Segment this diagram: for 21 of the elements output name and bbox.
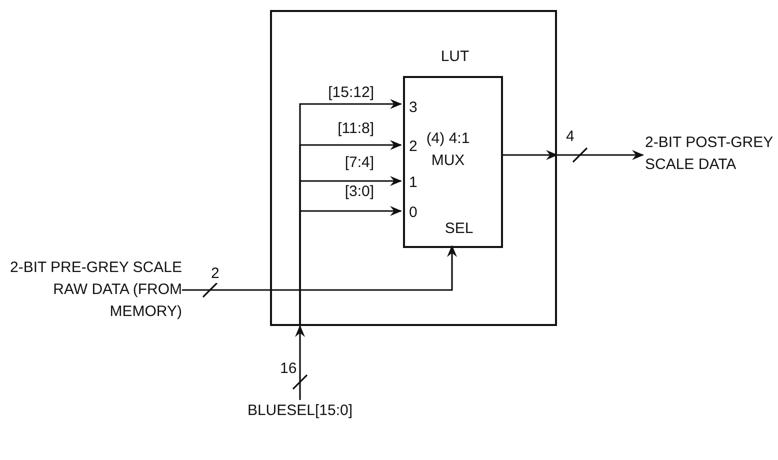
pin-label: SEL	[444, 219, 474, 239]
signal-arrow	[501, 150, 558, 160]
pin-label: 1	[409, 173, 418, 193]
signal-label: 2-BIT POST-GREY SCALE DATA	[645, 133, 774, 175]
signal-arrow	[299, 206, 402, 326]
lut-enclosure	[270, 10, 557, 326]
pin-label: 2	[409, 137, 418, 157]
pin-label: 3	[409, 98, 418, 118]
block-label: (4) 4:1 MUX	[425, 129, 471, 171]
signal-arrow	[295, 325, 305, 400]
signal-label: BLUESEL[15:0]	[246, 401, 354, 421]
edge-label: [11:8]	[336, 120, 375, 138]
edge-label: 2	[210, 265, 220, 283]
edge-label: [15:12]	[327, 84, 375, 102]
edge-label: [3:0]	[344, 183, 375, 201]
pin-label: 0	[409, 203, 418, 223]
signal-arrow	[182, 245, 457, 291]
edge-label: [7:4]	[344, 154, 375, 172]
block-title: LUT	[440, 47, 470, 67]
signal-label: 2-BIT PRE-GREY SCALE RAW DATA (FROM MEMORY)	[8, 258, 182, 322]
signal-arrow	[557, 150, 644, 160]
